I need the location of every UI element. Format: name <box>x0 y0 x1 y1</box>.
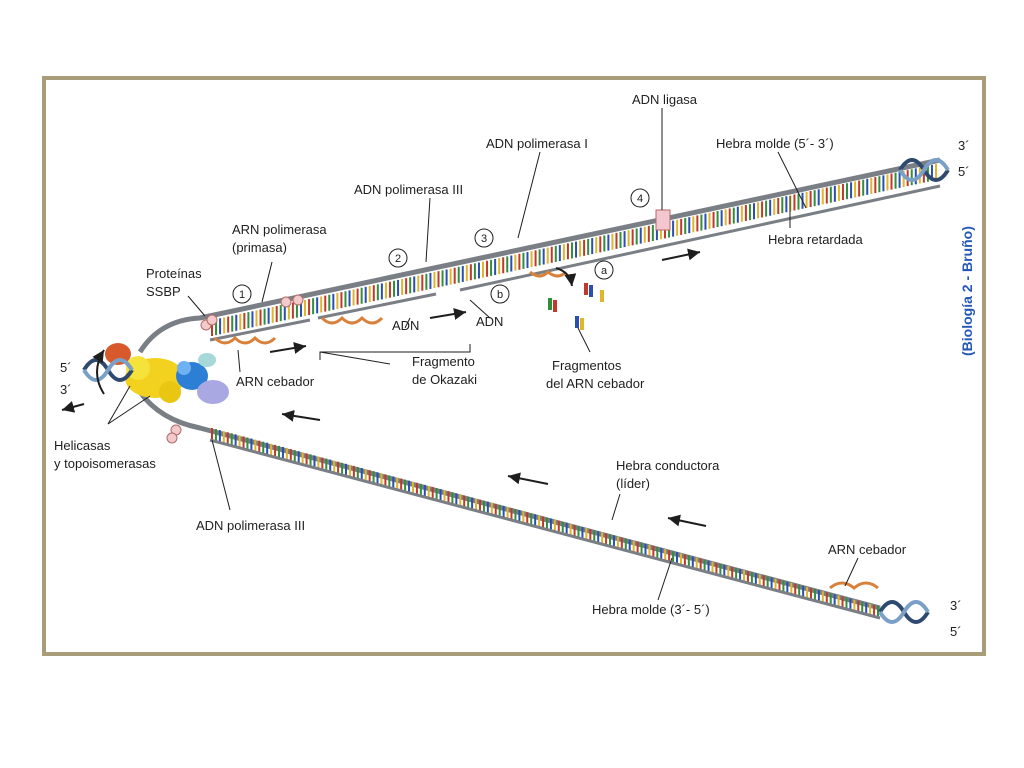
rna-primer-1 <box>213 335 277 345</box>
direction-arrow <box>429 308 467 320</box>
end-label-bottom-5: 5´ <box>950 624 962 639</box>
lagging-strand-base-pairs <box>211 164 937 336</box>
leading-strand-base-pairs <box>211 428 879 618</box>
label-helicasas: Helicasas <box>54 438 111 453</box>
helicase-yellow-2 <box>126 356 150 380</box>
top-right-helix-2 <box>898 158 950 182</box>
leading-new-backbone <box>209 438 881 620</box>
label-adn-1: ADN <box>392 318 419 333</box>
label-arn-cebador-top: ARN cebador <box>236 374 315 389</box>
direction-arrow <box>269 342 307 354</box>
label-primasa: (primasa) <box>232 240 287 255</box>
label-lider: (líder) <box>616 476 650 491</box>
label-adn-polimerasa-iii-bottom: ADN polimerasa III <box>196 518 305 533</box>
label-adn-polimerasa-i: ADN polimerasa I <box>486 136 588 151</box>
label-topoisomerasas: y topoisomerasas <box>54 456 156 471</box>
label-adn-polimerasa-iii-top: ADN polimerasa III <box>354 182 463 197</box>
label-fragmentos: Fragmentos <box>552 358 622 373</box>
okazaki-backbone-1 <box>209 318 311 342</box>
polymerase-lavender <box>197 380 229 404</box>
label-de-okazaki: de Okazaki <box>412 372 477 387</box>
primase-blue-2 <box>177 361 191 375</box>
svg-text:a: a <box>601 265 608 277</box>
bottom-right-helix-2 <box>878 600 930 624</box>
step-marker-4: 4 <box>630 188 650 208</box>
left-helix-2 <box>82 358 134 382</box>
ssb-proteins <box>166 294 304 444</box>
primer-fragments <box>548 283 604 330</box>
step-marker-3: 3 <box>474 228 494 248</box>
direction-arrow <box>281 409 321 422</box>
polymerase-teal <box>198 353 216 367</box>
label-hebra-conductora: Hebra conductora <box>616 458 720 473</box>
bottom-template-backbone <box>137 390 881 611</box>
svg-text:1: 1 <box>239 289 245 301</box>
okazaki-backbone-3 <box>459 184 941 292</box>
label-adn-ligasa: ADN ligasa <box>632 92 698 107</box>
label-hebra-molde-bottom: Hebra molde (3´- 5´) <box>592 602 710 617</box>
label-fragmento: Fragmento <box>412 354 475 369</box>
left-rotation-arrow <box>92 349 105 395</box>
dna-ligase-block <box>655 209 671 231</box>
helicase-yellow-3 <box>159 381 181 403</box>
direction-arrow <box>61 401 85 413</box>
rna-primer-2 <box>320 315 384 325</box>
end-label-left-3: 3´ <box>60 382 72 397</box>
label-hebra-retardada: Hebra retardada <box>768 232 863 247</box>
rna-primer-3 <box>529 269 568 278</box>
label-arn-cebador-bottom: ARN cebador <box>828 542 907 557</box>
end-label-bottom-3: 3´ <box>950 598 962 613</box>
rna-primer-leading <box>829 581 879 590</box>
top-template-backbone <box>137 157 941 354</box>
direction-arrow <box>507 472 549 485</box>
end-label-left-5: 5´ <box>60 360 72 375</box>
direction-arrow <box>667 514 707 527</box>
curved-arrow <box>555 267 577 287</box>
direction-arrow <box>661 248 701 261</box>
svg-text:b: b <box>497 289 503 301</box>
svg-text:4: 4 <box>637 193 643 205</box>
step-marker-a: a <box>594 260 614 280</box>
label-adn-2: ADN <box>476 314 503 329</box>
step-marker-2: 2 <box>388 248 408 268</box>
step-marker-b: b <box>490 284 510 304</box>
leader-lines <box>107 108 859 601</box>
step-marker-1: 1 <box>232 284 252 304</box>
label-proteinas: Proteínas <box>146 266 202 281</box>
label-del-arn-cebador: del ARN cebador <box>546 376 645 391</box>
label-hebra-molde-top: Hebra molde (5´- 3´) <box>716 136 834 151</box>
svg-text:3: 3 <box>481 233 487 245</box>
end-label-top-5: 5´ <box>958 164 970 179</box>
okazaki-backbone-2 <box>317 292 437 320</box>
end-label-top-3: 3´ <box>958 138 970 153</box>
side-credit: (Biología 2 - Bruño) <box>959 226 975 356</box>
label-arn-polimerasa: ARN polimerasa <box>232 222 327 237</box>
svg-text:2: 2 <box>395 253 401 265</box>
label-ssbp: SSBP <box>146 284 181 299</box>
